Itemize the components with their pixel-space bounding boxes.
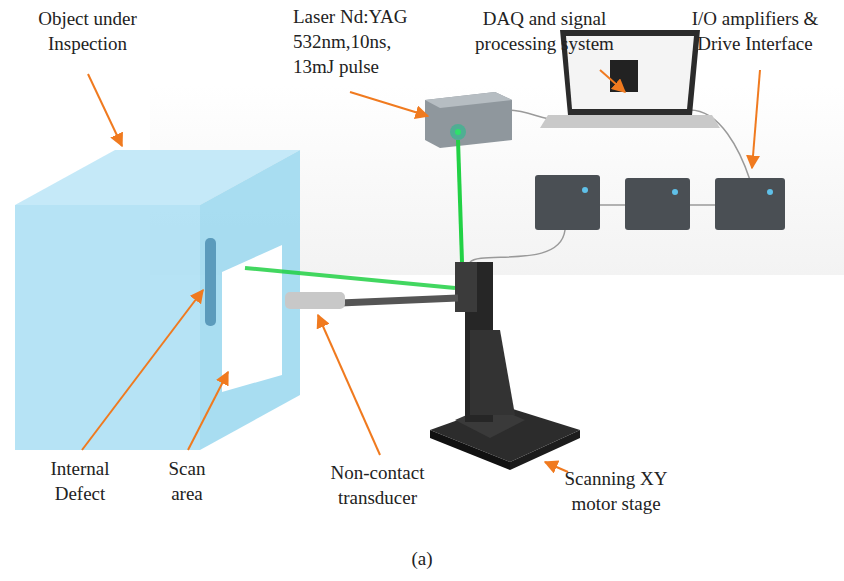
inspected-cube [15,150,300,450]
xy-motor-stage [430,262,580,470]
callout-label: DAQ and signal processing system [462,6,627,56]
laser-beam [245,268,455,288]
amplifier-boxes [535,175,785,230]
callout-label: Scan area [158,456,216,506]
laser-head [425,92,512,148]
callout-label: Object under Inspection [20,6,155,56]
laser-beam [458,140,462,262]
defect-cylinder [205,238,216,326]
callout-label: Laser Nd:YAG 532nm,10ns, 13mJ pulse [293,4,425,79]
callout-label: I/O amplifiers & Drive Interface [672,6,838,56]
figure-caption: (a) [392,546,452,571]
callout-label: Non-contact transducer [315,460,440,510]
callout-label: Internal Defect [38,456,122,506]
leader-arrow [82,70,760,472]
callout-label: Scanning XY motor stage [552,466,680,516]
non-contact-transducer [285,292,458,309]
